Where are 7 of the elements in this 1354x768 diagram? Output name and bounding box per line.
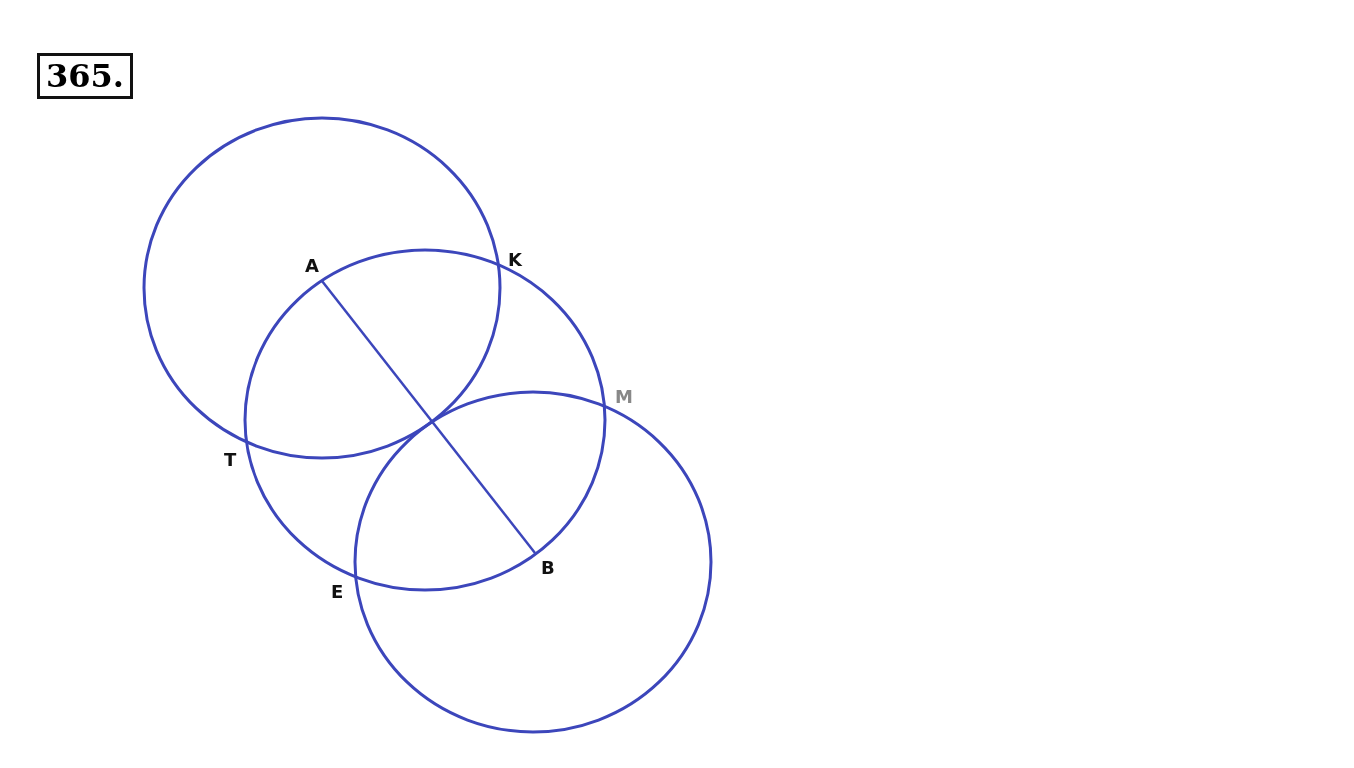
point-label: E <box>331 582 344 602</box>
exercise-number: 365. <box>37 53 133 99</box>
point-label: A <box>305 256 319 276</box>
point-label: B <box>541 558 555 578</box>
point-label: T <box>224 450 237 470</box>
point-label: M <box>615 387 633 407</box>
point-label: K <box>508 250 522 270</box>
